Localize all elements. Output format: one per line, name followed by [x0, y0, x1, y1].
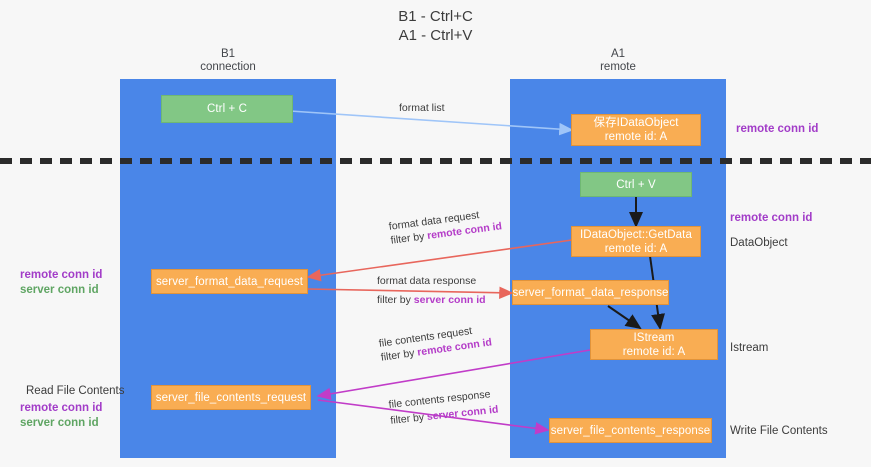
node-server-file-contents-request-title: server_file_contents_request [155, 391, 307, 404]
page-title-line2: A1 - Ctrl+V [398, 27, 473, 44]
right-label-write-file-contents: Write File Contents [730, 425, 828, 437]
column-a1-role: remote [600, 61, 636, 73]
node-server-file-contents-request[interactable]: server_file_contents_request [151, 385, 311, 410]
node-ctrl-c[interactable]: Ctrl + C [161, 95, 293, 123]
edge-label-format-list: format list [399, 101, 445, 115]
right-label-dataobject: DataObject [730, 237, 788, 249]
column-header-a1: A1 remote [518, 48, 718, 74]
left-label-file-remote-conn-id: remote conn id [20, 402, 103, 414]
edge-label-file-contents-request: file contents request filter by remote c… [378, 321, 493, 364]
right-label-istream: Istream [730, 342, 769, 354]
column-b1-role: connection [200, 61, 256, 73]
node-istream-sub: remote id: A [622, 345, 686, 358]
left-label-format-group: remote conn id server conn id [20, 268, 102, 298]
edge-label-file-contents-request-line2-prefix: filter by [380, 346, 419, 364]
node-server-format-data-request-title: server_format_data_request [155, 275, 304, 288]
edge-file-contents-request [316, 349, 591, 401]
node-idataobject-getdata-title: IDataObject::GetData [580, 228, 692, 241]
node-ctrl-c-title: Ctrl + C [206, 103, 248, 115]
column-a1-name: A1 [610, 48, 626, 60]
node-save-idataobject-title: 保存IDataObject [593, 117, 679, 129]
column-b1-name: B1 [220, 48, 236, 60]
edge-label-format-data-request-line2-prefix: filter by [389, 230, 428, 247]
page-title-line1: B1 - Ctrl+C [398, 8, 473, 25]
edge-label-format-list-line1: format list [399, 102, 445, 114]
edge-label-format-data-request: format data request filter by remote con… [388, 205, 503, 247]
left-label-format-server-conn-id: server conn id [20, 284, 99, 296]
node-ctrl-v-title: Ctrl + V [616, 178, 656, 191]
right-label-getdata-remote-conn-id: remote conn id [730, 212, 813, 224]
edge-format-data-request [306, 239, 573, 282]
node-save-idataobject[interactable]: 保存IDataObject remote id: A [571, 114, 701, 146]
left-label-file-server-conn-id: server conn id [20, 417, 99, 429]
edge-response-istream [607, 305, 642, 330]
node-ctrl-v[interactable]: Ctrl + V [580, 172, 692, 197]
node-server-file-contents-response[interactable]: server_file_contents_response [549, 418, 712, 443]
column-header-b1: B1 connection [128, 48, 328, 74]
node-save-idataobject-sub: remote id: A [604, 131, 668, 143]
left-label-file-group: remote conn id server conn id [20, 401, 102, 431]
node-istream-title: IStream [633, 331, 675, 344]
node-server-format-data-response[interactable]: server_format_data_response [512, 280, 669, 305]
left-label-format-remote-conn-id: remote conn id [20, 269, 103, 281]
node-istream[interactable]: IStream remote id: A [590, 329, 718, 360]
node-server-file-contents-response-title: server_file_contents_response [550, 424, 711, 437]
edge-label-format-data-response-line1: format data response [377, 275, 477, 287]
edge-label-file-contents-response-line2-prefix: filter by [389, 411, 428, 427]
right-label-top-remote-conn-id: remote conn id [736, 123, 819, 135]
node-idataobject-getdata[interactable]: IDataObject::GetData remote id: A [571, 226, 701, 257]
left-label-read-file-contents: Read File Contents [26, 385, 125, 397]
edge-label-format-data-response: format data response filter by server co… [377, 274, 486, 307]
edge-label-format-data-response-line2-prefix: filter by [377, 294, 414, 306]
node-server-format-data-response-title: server_format_data_response [512, 286, 669, 299]
edge-label-file-contents-response: file contents response filter by server … [388, 387, 499, 428]
edge-label-format-data-response-accent: server conn id [413, 294, 486, 306]
node-idataobject-getdata-sub: remote id: A [604, 242, 668, 255]
node-server-format-data-request[interactable]: server_format_data_request [151, 269, 308, 294]
